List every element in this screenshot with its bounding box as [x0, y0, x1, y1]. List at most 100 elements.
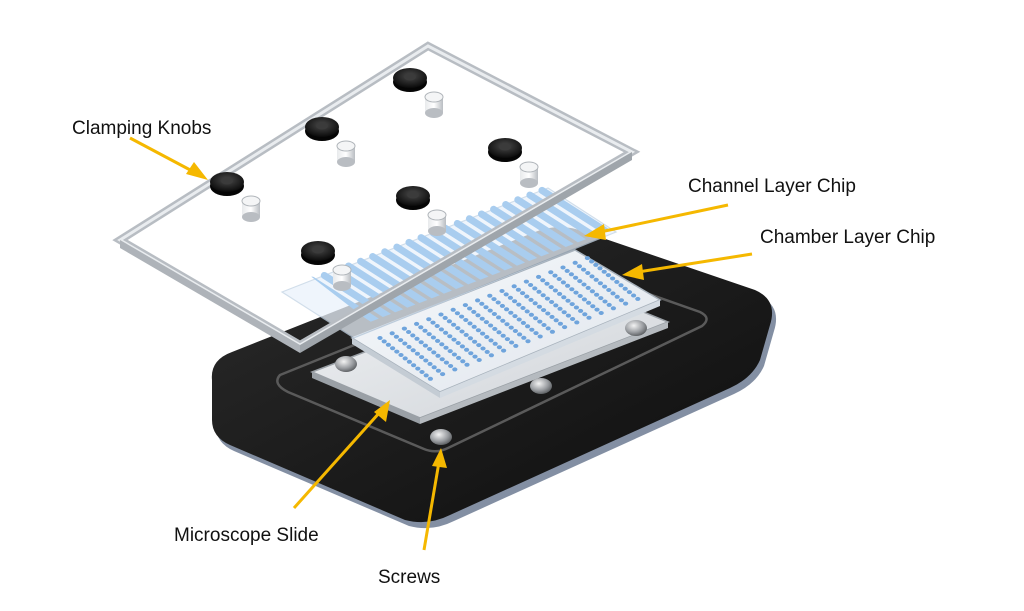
chamber-well	[414, 336, 420, 341]
chamber-well	[471, 324, 477, 329]
chamber-well	[491, 297, 497, 302]
chamber-well	[515, 287, 522, 292]
chamber-well	[614, 279, 620, 284]
arrow-channel-layer-chip	[584, 203, 729, 240]
chamber-well	[552, 273, 558, 278]
channel-strip	[429, 229, 509, 283]
chamber-array	[377, 256, 641, 381]
chamber-well	[452, 367, 458, 372]
chamber-well	[586, 315, 592, 320]
chamber-well	[601, 269, 607, 274]
chamber-well	[406, 359, 412, 364]
chamber-well	[471, 309, 477, 314]
chamber-well	[500, 333, 506, 338]
chamber-layer-chip	[350, 249, 662, 398]
chamber-well	[536, 304, 543, 309]
clamping-knob	[488, 138, 539, 188]
chamber-well	[492, 326, 498, 331]
chamber-well	[511, 284, 517, 289]
chamber-well	[507, 295, 513, 300]
chamber-well	[476, 343, 482, 348]
chamber-well	[414, 351, 420, 356]
chamber-well	[524, 294, 530, 299]
channel-strip	[490, 205, 570, 259]
screw-icon	[625, 320, 647, 336]
chamber-well	[463, 318, 469, 322]
chamber-well	[569, 287, 575, 292]
chamber-well	[590, 304, 596, 309]
chamber-well	[541, 323, 547, 327]
chamber-well	[488, 353, 494, 358]
channel-strip	[345, 262, 424, 316]
chamber-well	[459, 344, 465, 349]
chamber-well	[570, 317, 576, 321]
chamber-well	[606, 288, 612, 292]
chamber-well	[509, 340, 515, 345]
chamber-well	[540, 293, 546, 298]
chamber-well	[496, 315, 502, 320]
chamber-well	[605, 273, 612, 278]
chamber-well	[581, 282, 587, 287]
chamber-well	[401, 326, 407, 331]
chamber-well	[525, 324, 531, 329]
chamber-well	[520, 306, 526, 310]
chamber-well	[556, 277, 562, 281]
clamping-knobs-group	[210, 68, 539, 291]
chamber-well	[626, 290, 633, 295]
chamber-well	[456, 355, 462, 360]
chamber-well	[418, 340, 424, 345]
chamber-well	[463, 332, 469, 337]
chamber-well	[516, 317, 522, 322]
chamber-well	[492, 341, 498, 346]
chamber-well	[427, 361, 433, 366]
chamber-well	[393, 334, 399, 339]
chamber-well	[398, 353, 404, 357]
chamber-well	[500, 318, 506, 323]
chamber-well	[422, 328, 428, 333]
chamber-well	[438, 327, 444, 332]
chamber-well	[446, 319, 452, 324]
chamber-well	[511, 299, 518, 304]
chamber-well	[557, 321, 564, 326]
chamber-well	[622, 286, 628, 291]
chamber-well	[610, 306, 617, 311]
chamber-well	[423, 358, 429, 363]
chamber-well	[512, 314, 518, 319]
clamping-knob	[301, 241, 352, 291]
chamber-well	[488, 323, 494, 328]
screw-icon	[335, 356, 357, 372]
chamber-well	[573, 275, 579, 280]
chamber-well	[422, 343, 428, 348]
chamber-well	[468, 351, 474, 356]
chamber-well	[431, 365, 437, 370]
chamber-well	[484, 349, 490, 354]
chamber-well	[455, 341, 461, 345]
chamber-well	[499, 289, 505, 293]
chamber-well	[560, 265, 566, 270]
chamber-well	[528, 312, 535, 317]
clamping-knob	[396, 186, 447, 236]
chamber-well	[594, 307, 600, 312]
chamber-well	[512, 329, 519, 333]
chamber-well	[467, 321, 473, 326]
chamber-well	[472, 354, 478, 359]
chamber-well	[565, 283, 571, 288]
chamber-well	[635, 296, 641, 301]
chamber-well	[528, 297, 534, 302]
label-screws: Screws	[378, 567, 440, 588]
chamber-well	[529, 327, 535, 332]
chamber-well	[565, 313, 572, 318]
chamber-well	[545, 311, 551, 316]
chamber-well	[631, 293, 637, 298]
chamber-well	[589, 289, 596, 294]
chamber-well	[508, 325, 514, 330]
chamber-well	[447, 334, 453, 339]
chamber-well	[455, 326, 461, 331]
chamber-well	[532, 286, 538, 291]
chamber-well	[516, 302, 522, 307]
chamber-well	[472, 339, 478, 344]
channel-strip	[478, 210, 557, 264]
chamber-well	[475, 313, 481, 318]
chamber-well	[574, 320, 580, 325]
chamber-well	[504, 307, 510, 312]
